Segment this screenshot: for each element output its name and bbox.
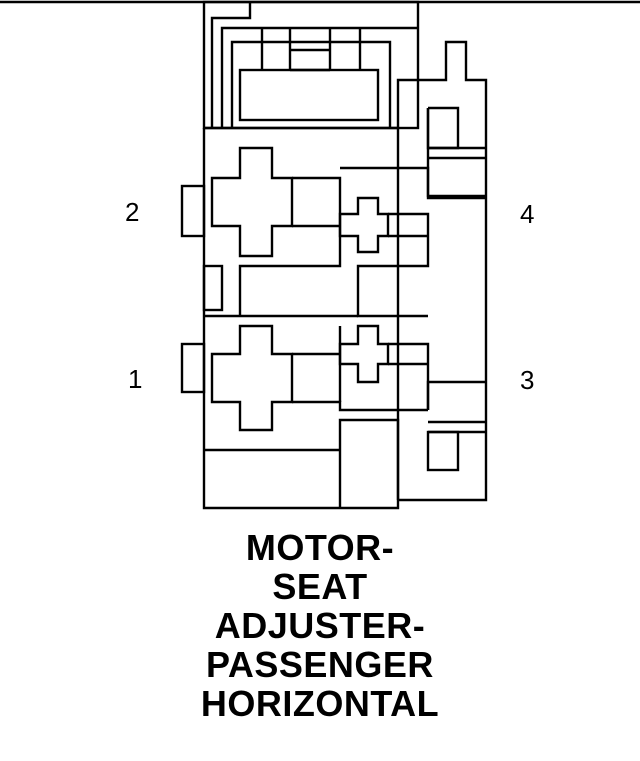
latch-frame-right bbox=[230, 40, 392, 128]
caption-line-2: SEAT bbox=[272, 566, 368, 607]
right-upper-box bbox=[426, 106, 460, 150]
right-lower-box bbox=[426, 430, 460, 472]
pin-label-4: 4 bbox=[520, 199, 535, 229]
pin-label-1: 1 bbox=[128, 364, 143, 394]
caption-line-3: ADJUSTER- bbox=[214, 605, 426, 646]
cavity-cross-upper bbox=[210, 146, 294, 258]
cavity-small-lower bbox=[338, 324, 390, 384]
small-lower-frame bbox=[388, 342, 430, 410]
left-tab-lower bbox=[180, 342, 206, 394]
latch-window bbox=[238, 68, 380, 122]
right-lower-frame bbox=[426, 380, 486, 410]
pin-label-3: 3 bbox=[520, 365, 535, 395]
small-upper-box bbox=[356, 212, 430, 318]
pin-label-2: 2 bbox=[125, 197, 140, 227]
component-caption: MOTOR- SEAT ADJUSTER- PASSENGER HORIZONT… bbox=[0, 528, 640, 723]
left-slot-middle bbox=[202, 264, 224, 312]
latch-outer bbox=[202, 0, 420, 130]
body-outline bbox=[202, 40, 488, 510]
caption-line-1: MOTOR- bbox=[245, 527, 395, 568]
left-tab-upper bbox=[180, 184, 206, 238]
cavity-small-upper bbox=[338, 196, 390, 254]
cavity-lower-channel2 bbox=[292, 400, 428, 412]
caption-line-5: HORIZONTAL bbox=[200, 683, 440, 724]
latch-frame-left bbox=[220, 26, 418, 128]
small-upper-frame bbox=[340, 166, 486, 200]
latch-inner-step bbox=[210, 2, 252, 128]
cavity-upper-channel bbox=[238, 176, 342, 316]
caption-line-4: PASSENGER bbox=[206, 644, 434, 685]
bottom-step bbox=[338, 418, 400, 508]
connector-face-diagram bbox=[0, 0, 640, 510]
cavity-cross-lower bbox=[210, 324, 294, 432]
